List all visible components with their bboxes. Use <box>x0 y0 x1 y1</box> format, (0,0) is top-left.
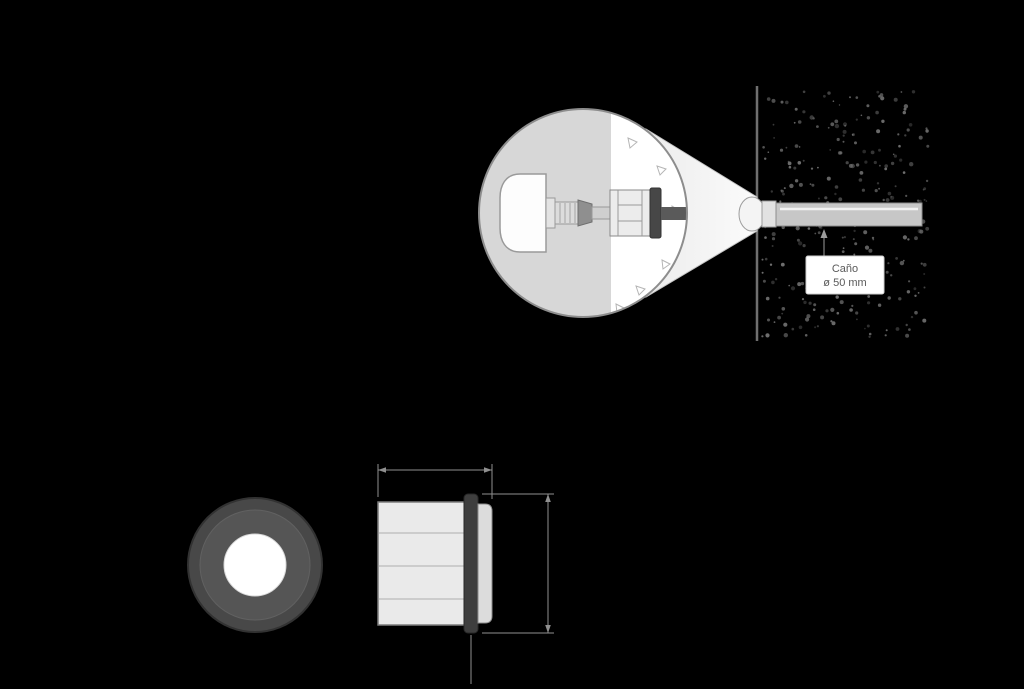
fitting-dome-cap <box>499 173 547 253</box>
callout-text-line1: Caño <box>832 263 858 275</box>
dimension-annotations <box>377 464 554 684</box>
spindle-plate <box>545 197 556 229</box>
front-center-hole <box>223 533 287 597</box>
width-dimension <box>377 464 493 499</box>
pipe-assembly <box>738 196 923 232</box>
pipe-end-fitting <box>738 196 766 232</box>
lens-outline <box>478 108 688 318</box>
callout-arrowhead <box>820 229 828 238</box>
side-body <box>377 501 466 626</box>
wall-socket-body <box>609 187 687 239</box>
fitting-side-view <box>377 493 493 634</box>
side-flange-gasket <box>463 493 479 634</box>
threaded-spindle <box>554 201 579 225</box>
spindle-shaft <box>591 206 611 220</box>
fitting-front-view <box>187 497 323 633</box>
spindle-nut <box>577 199 593 227</box>
pipe-collar <box>761 200 777 228</box>
callout-text-line2: ø 50 mm <box>823 277 866 289</box>
height-dimension <box>482 493 554 634</box>
pipe-callout: Caño ø 50 mm <box>805 229 885 295</box>
pipe-body <box>775 202 923 227</box>
side-end-cap <box>477 503 493 624</box>
callout-box <box>805 255 885 295</box>
